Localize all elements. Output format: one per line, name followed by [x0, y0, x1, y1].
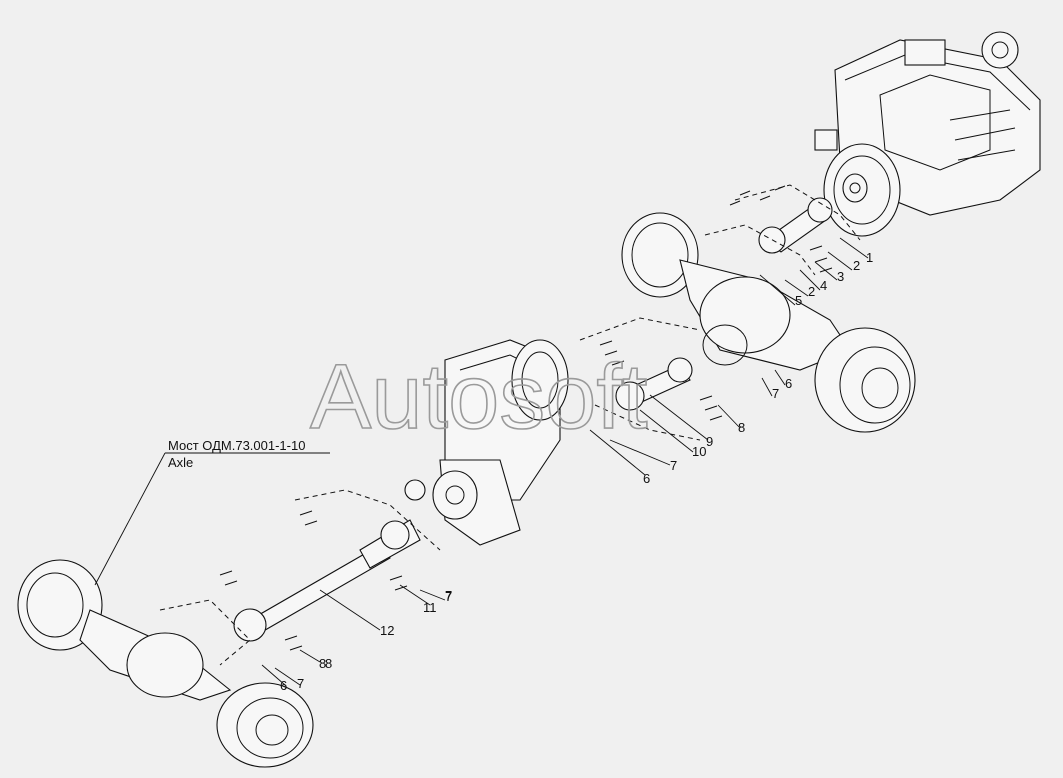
- part-number: 8: [319, 656, 326, 671]
- part-number: 7: [670, 458, 677, 473]
- part-number: 12: [380, 623, 394, 638]
- part-number: 9: [706, 434, 713, 449]
- part-number: 11: [423, 600, 437, 615]
- part-number: 8: [738, 420, 745, 435]
- part-number: 2: [808, 284, 815, 299]
- watermark-text: Autosoft: [310, 346, 648, 448]
- part-number: 7: [445, 589, 452, 604]
- front-driveshaft: [704, 184, 861, 276]
- part-number: 8: [325, 656, 332, 671]
- part-number: 7: [445, 588, 452, 603]
- transfer-case: [404, 339, 569, 546]
- fastener-groups: [219, 185, 833, 651]
- part-number: 7: [772, 386, 779, 401]
- leader-lines: [261, 237, 869, 686]
- part-number: 6: [280, 678, 287, 693]
- intermediate-shaft: [579, 317, 701, 441]
- part-number: 4: [820, 278, 827, 293]
- part-number: 3: [837, 269, 844, 284]
- part-number: 6: [643, 471, 650, 486]
- part-number: 6: [785, 376, 792, 391]
- part-number: 2: [853, 258, 860, 273]
- engine: [814, 31, 1041, 237]
- front-axle: [17, 559, 314, 768]
- part-number: 7: [297, 676, 304, 691]
- part-number: 10: [692, 444, 706, 459]
- rear-axle-right: [621, 212, 916, 433]
- part-number: 1: [866, 250, 873, 265]
- axle-callout-subtitle: Axle: [168, 455, 193, 470]
- part-number: 5: [795, 293, 802, 308]
- main-driveshaft: [159, 489, 441, 666]
- axle-callout-title: Мост ОДМ.73.001-1-10: [168, 438, 305, 453]
